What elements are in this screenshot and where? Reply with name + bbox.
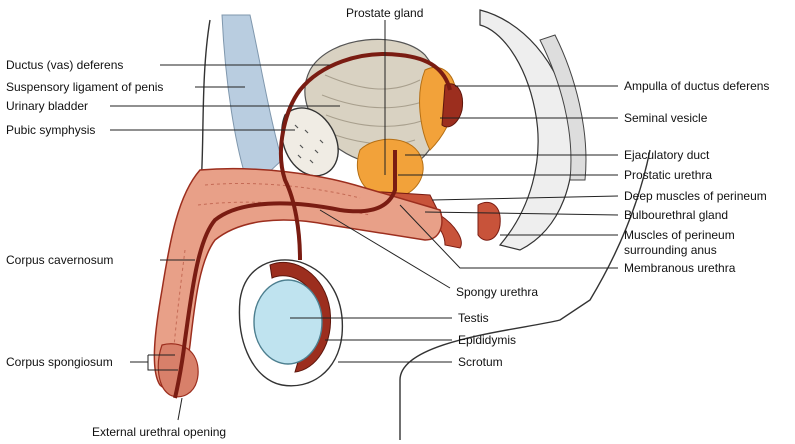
leader-lines <box>110 20 619 421</box>
leader-spongy-urethra <box>319 209 451 289</box>
label-ejaculatory-duct: Ejaculatory duct <box>624 148 710 162</box>
label-muscles-anus-line1: Muscles of perineum <box>624 228 735 242</box>
pubic-bone-texture <box>294 124 324 164</box>
label-bulbourethral-gland: Bulbourethral gland <box>624 208 728 222</box>
ductus-deferens-path <box>278 52 452 261</box>
label-prostatic-urethra: Prostatic urethra <box>624 168 712 182</box>
label-epididymis: Epididymis <box>458 333 516 347</box>
labels: Prostate gland Ductus (vas) deferens Sus… <box>6 6 769 439</box>
label-muscles-anus-line2: surrounding anus <box>624 243 717 257</box>
bladder-muscle-striations <box>321 74 429 145</box>
leader-deep-muscles <box>431 195 619 201</box>
anal-muscles-shape <box>477 201 501 241</box>
leader-corpus-spongiosum <box>130 354 178 371</box>
label-ductus-deferens: Ductus (vas) deferens <box>6 58 123 72</box>
testis-shape <box>253 279 323 365</box>
suspensory-ligament-shape <box>221 14 283 191</box>
label-testis: Testis <box>458 311 489 325</box>
leader-external-urethral-opening <box>177 397 183 421</box>
label-external-urethral-opening: External urethral opening <box>92 425 226 439</box>
anatomy-illustration <box>153 9 651 440</box>
label-pubic-symphysis: Pubic symphysis <box>6 123 95 137</box>
prostate-gland-shape <box>356 138 424 199</box>
label-prostate-gland: Prostate gland <box>346 6 423 20</box>
label-corpus-cavernosum: Corpus cavernosum <box>6 253 113 267</box>
label-suspensory-ligament: Suspensory ligament of penis <box>6 80 163 94</box>
leader-membranous-urethra <box>399 204 618 269</box>
leader-bulbourethral-gland <box>424 211 619 216</box>
label-scrotum: Scrotum <box>458 355 503 369</box>
label-corpus-spongiosum: Corpus spongiosum <box>6 355 113 369</box>
label-membranous-urethra: Membranous urethra <box>624 261 736 275</box>
spine-column <box>539 34 587 181</box>
corpus-cavernosum-texture <box>171 182 371 371</box>
label-spongy-urethra: Spongy urethra <box>456 285 538 299</box>
ampulla-shape <box>441 83 464 128</box>
label-deep-muscles: Deep muscles of perineum <box>624 189 767 203</box>
label-ampulla: Ampulla of ductus deferens <box>624 79 769 93</box>
pubic-symphysis-shape <box>281 107 339 177</box>
label-urinary-bladder: Urinary bladder <box>6 99 88 113</box>
label-seminal-vesicle: Seminal vesicle <box>624 111 708 125</box>
urethra-path <box>173 150 397 399</box>
penis-shaft-shape <box>153 167 443 390</box>
